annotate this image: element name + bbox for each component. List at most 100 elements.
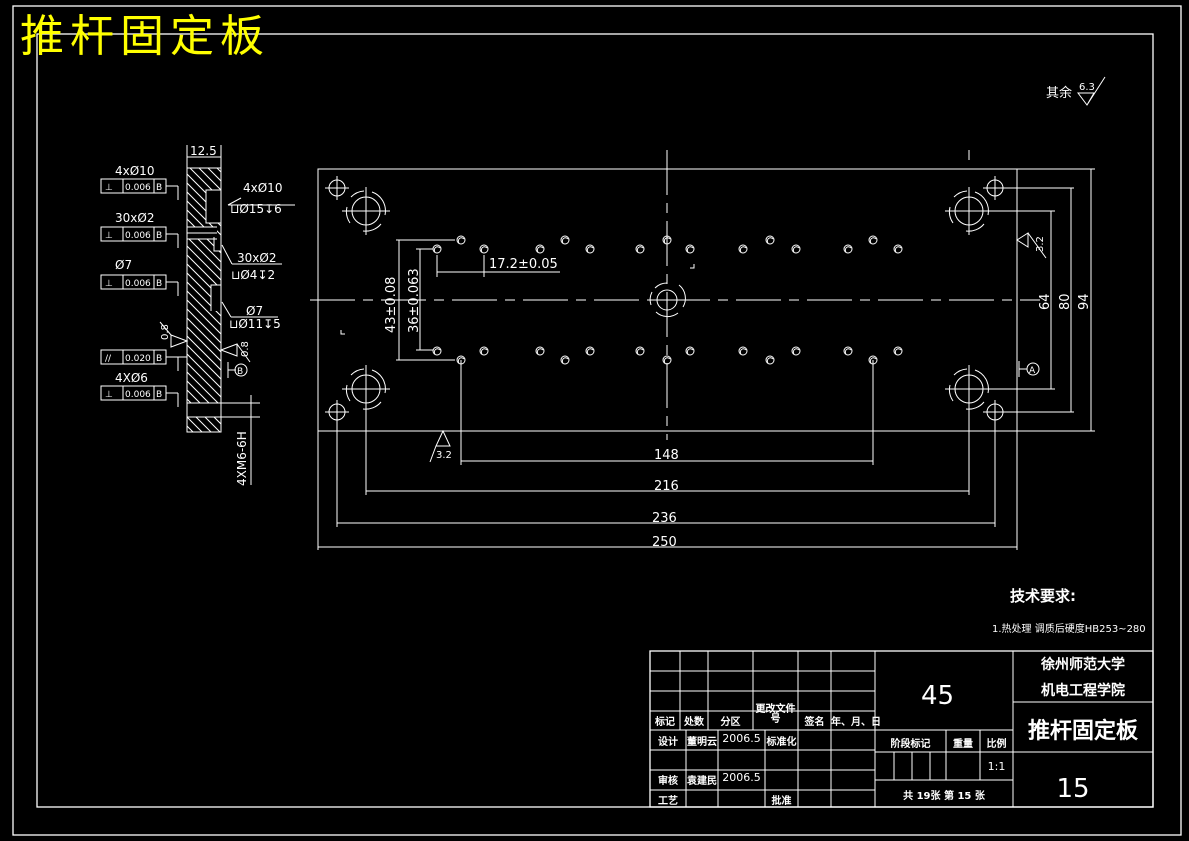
pattern-hole <box>791 346 801 356</box>
pattern-hole <box>535 244 545 254</box>
hole-note-3: Ø7 <box>246 304 263 318</box>
datum-a: A <box>1029 366 1036 376</box>
pattern-hole <box>738 346 748 356</box>
tb-college: 机电工程学院 <box>1041 683 1125 699</box>
pattern-hole <box>791 244 801 254</box>
tolerance-value: 0.006 <box>125 390 151 400</box>
pattern-hole <box>479 346 489 356</box>
tb-sheet-info: 共 19张 第 15 张 <box>903 791 985 802</box>
surface-note-label: 其余 <box>1046 85 1072 101</box>
tb-role-review: 审核 <box>658 776 678 787</box>
pattern-hole <box>662 355 672 365</box>
dim-80: 80 <box>1058 293 1073 310</box>
roughness-symbol-icon <box>1077 76 1106 106</box>
hole-note-2: 30xØ2 <box>237 251 276 265</box>
tech-req-item: 1.热处理 调质后硬度HB253~280 <box>992 622 1146 635</box>
tolerance-value: 0.006 <box>125 279 151 289</box>
callout-label: 4XØ6 <box>115 371 148 385</box>
datum-b: B <box>237 367 243 377</box>
callout-label: 30xØ2 <box>115 211 154 225</box>
pattern-hole <box>868 235 878 245</box>
hole-note-1-depth: ⊔Ø15↧6 <box>230 202 282 216</box>
pattern-hole <box>843 244 853 254</box>
dim-148: 148 <box>654 448 679 463</box>
tb-header-count: 处数 <box>684 717 704 728</box>
roughness-3-2-right: 3.2 <box>1035 236 1046 252</box>
section-outline <box>186 167 222 433</box>
pattern-hole <box>432 346 442 356</box>
pattern-hole <box>635 244 645 254</box>
dim-216: 216 <box>654 479 679 494</box>
roughness-left: 0.8 <box>160 324 171 340</box>
title-block <box>649 650 1154 808</box>
hole-note-3-depth: ⊔Ø11↧5 <box>229 317 281 331</box>
pattern-hole <box>738 244 748 254</box>
pattern-hole <box>765 235 775 245</box>
drawing-number: 15 <box>1056 774 1089 804</box>
tolerance-symbol: ⊥ <box>105 279 113 289</box>
surface-note-value: 6.3 <box>1079 82 1095 93</box>
tb-header-zone: 分区 <box>720 717 741 728</box>
pattern-hole <box>685 244 695 254</box>
plan-view: 43±0.08 36±0.063 17.2±0.05 64 80 94 3.2 … <box>310 150 1095 550</box>
pattern-hole <box>635 346 645 356</box>
pattern-hole <box>893 244 903 254</box>
datum-ref: B <box>156 279 162 289</box>
tb-school: 徐州师范大学 <box>1041 657 1125 673</box>
tb-part-name: 推杆固定板 <box>1027 719 1138 744</box>
pattern-hole <box>585 346 595 356</box>
material: 45 <box>921 681 954 711</box>
tolerance-symbol: ⊥ <box>105 231 113 241</box>
tolerance-symbol: // <box>105 354 112 364</box>
thread-note: 4XM6-6H <box>235 431 249 486</box>
feature-control-frame: // 0.020 B <box>100 349 179 371</box>
dim-236: 236 <box>652 511 677 526</box>
pattern-hole <box>685 346 695 356</box>
tb-header-mark: 标记 <box>655 717 675 728</box>
tech-req-heading: 技术要求: <box>1010 587 1076 605</box>
tb-approve: 批准 <box>771 796 792 807</box>
pattern-hole <box>662 235 672 245</box>
tb-header-change-doc: 更改文件号 <box>755 704 796 725</box>
callout-label: 4xØ10 <box>115 164 154 178</box>
pattern-hole <box>893 346 903 356</box>
pattern-hole <box>560 355 570 365</box>
tb-standardization: 标准化 <box>766 737 797 748</box>
pattern-hole <box>560 235 570 245</box>
dim-43: 43±0.08 <box>384 277 399 333</box>
pattern-hole <box>535 346 545 356</box>
tolerance-value: 0.020 <box>125 354 151 364</box>
tb-role-design: 设计 <box>658 737 678 748</box>
hole-note-1: 4xØ10 <box>243 181 282 195</box>
pin-hole <box>325 176 349 200</box>
dim-36: 36±0.063 <box>407 268 422 333</box>
datum-ref: B <box>156 183 162 193</box>
tb-scale-label: 比例 <box>986 739 1007 750</box>
datum-ref: B <box>156 390 162 400</box>
dim-94: 94 <box>1077 293 1092 310</box>
pattern-hole <box>843 346 853 356</box>
roughness-3-2-bottom: 3.2 <box>436 450 452 461</box>
datum-ref: B <box>156 354 162 364</box>
tb-stage-label: 阶段标记 <box>890 739 931 750</box>
tb-date-review: 2006.5 <box>722 771 761 784</box>
roughness-right: 0.8 <box>240 341 251 357</box>
guide-hole <box>342 187 390 235</box>
inner-frame <box>36 33 1154 808</box>
tb-date-design: 2006.5 <box>722 732 761 745</box>
tb-role-process: 工艺 <box>658 796 678 807</box>
tb-name-design: 董明云 <box>687 737 717 748</box>
tb-header-date: 年、月、日 <box>831 717 881 728</box>
dim-64: 64 <box>1038 293 1053 310</box>
tb-header-sign: 签名 <box>804 717 825 728</box>
datum-ref: B <box>156 231 162 241</box>
hole-note-2-depth: ⊔Ø4↧2 <box>231 268 275 282</box>
pattern-hole <box>585 244 595 254</box>
tolerance-symbol: ⊥ <box>105 183 113 193</box>
pattern-hole <box>479 244 489 254</box>
